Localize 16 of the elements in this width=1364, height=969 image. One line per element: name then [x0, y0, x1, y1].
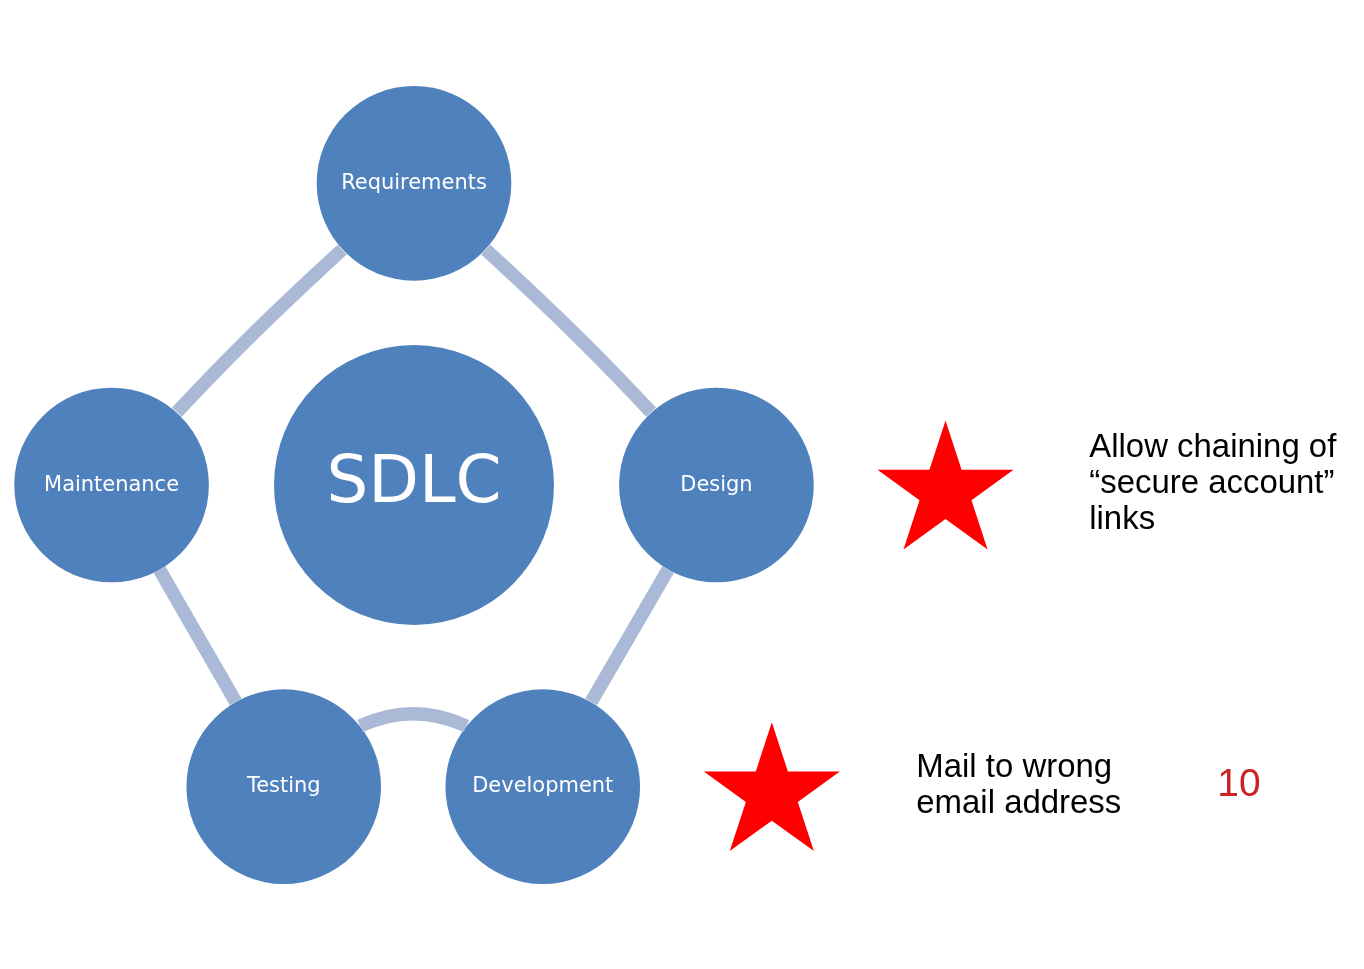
connector [153, 565, 242, 705]
node-circle: Maintenance [14, 387, 209, 582]
label: 10 [1217, 760, 1261, 804]
node-circle: Testing [186, 688, 382, 884]
node-label: Mail to wrong email address [916, 746, 1122, 820]
connector [172, 244, 347, 417]
connector [481, 244, 656, 417]
node-label: Allow chaining of “secure account” links [1089, 426, 1337, 536]
connector [357, 706, 470, 732]
node-circle: Design [619, 387, 814, 582]
node-circle: Development [445, 688, 641, 884]
connector [585, 565, 674, 705]
node-star [877, 420, 1014, 549]
node-star [703, 721, 840, 851]
node-circle: Requirements [316, 85, 512, 281]
node-circle: SDLC [274, 344, 554, 625]
